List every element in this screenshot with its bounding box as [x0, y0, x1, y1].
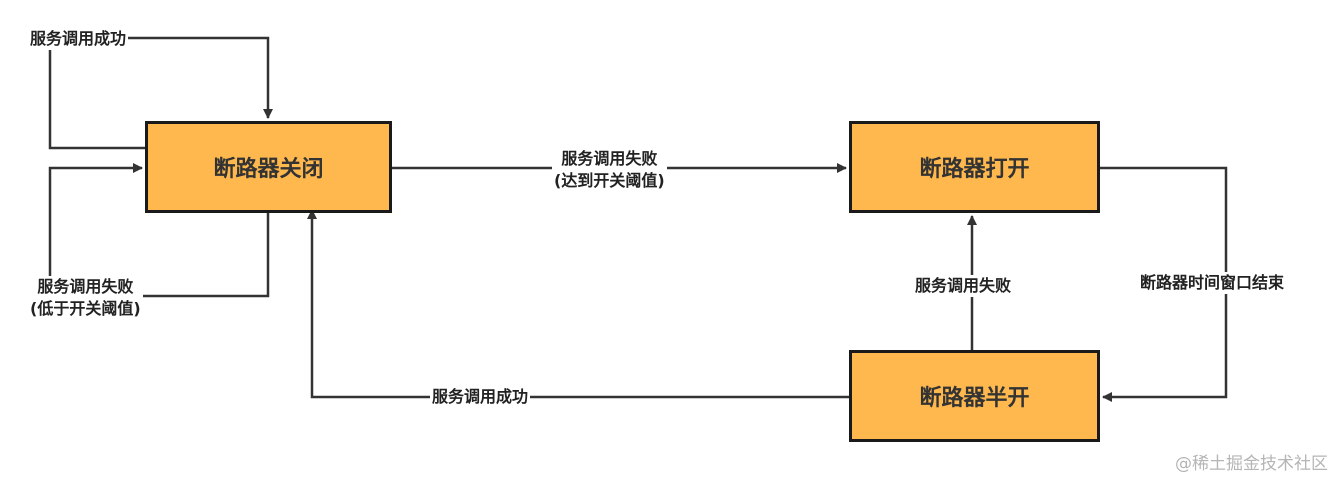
edge-label-open-to-half-open: 断路器时间窗口结束	[1138, 272, 1287, 294]
edge-label-closed-to-open: 服务调用失败 (达到开关阈值)	[552, 148, 667, 192]
node-breaker-half-open-label: 断路器半开	[919, 386, 1030, 411]
edge-half-open-to-closed	[307, 209, 849, 399]
watermark: @稀土掘金技术社区	[1175, 454, 1328, 474]
edge-label-line2: (低于开关阈值)	[30, 299, 141, 318]
edge-label-line2: (达到开关阈值)	[554, 171, 665, 190]
edge-label-text: 断路器时间窗口结束	[1140, 273, 1285, 292]
edge-label-text: 服务调用成功	[432, 387, 529, 406]
edge-label-line1: 服务调用失败	[37, 277, 134, 296]
edge-label-text: 服务调用成功	[30, 29, 127, 48]
node-breaker-open-label: 断路器打开	[919, 157, 1030, 182]
edge-label-half-open-to-closed: 服务调用成功	[430, 386, 531, 408]
edge-label-text: 服务调用失败	[915, 276, 1012, 295]
edge-label-closed-self-failure: 服务调用失败 (低于开关阈值)	[28, 276, 143, 320]
node-breaker-closed[interactable]: 断路器关闭	[145, 121, 392, 213]
edge-label-line1: 服务调用失败	[561, 149, 658, 168]
node-breaker-closed-label: 断路器关闭	[213, 157, 324, 182]
edge-label-half-open-to-open: 服务调用失败	[913, 275, 1014, 297]
node-breaker-open[interactable]: 断路器打开	[849, 121, 1100, 213]
node-breaker-half-open[interactable]: 断路器半开	[849, 350, 1100, 442]
edge-label-closed-self-success: 服务调用成功	[28, 28, 129, 50]
